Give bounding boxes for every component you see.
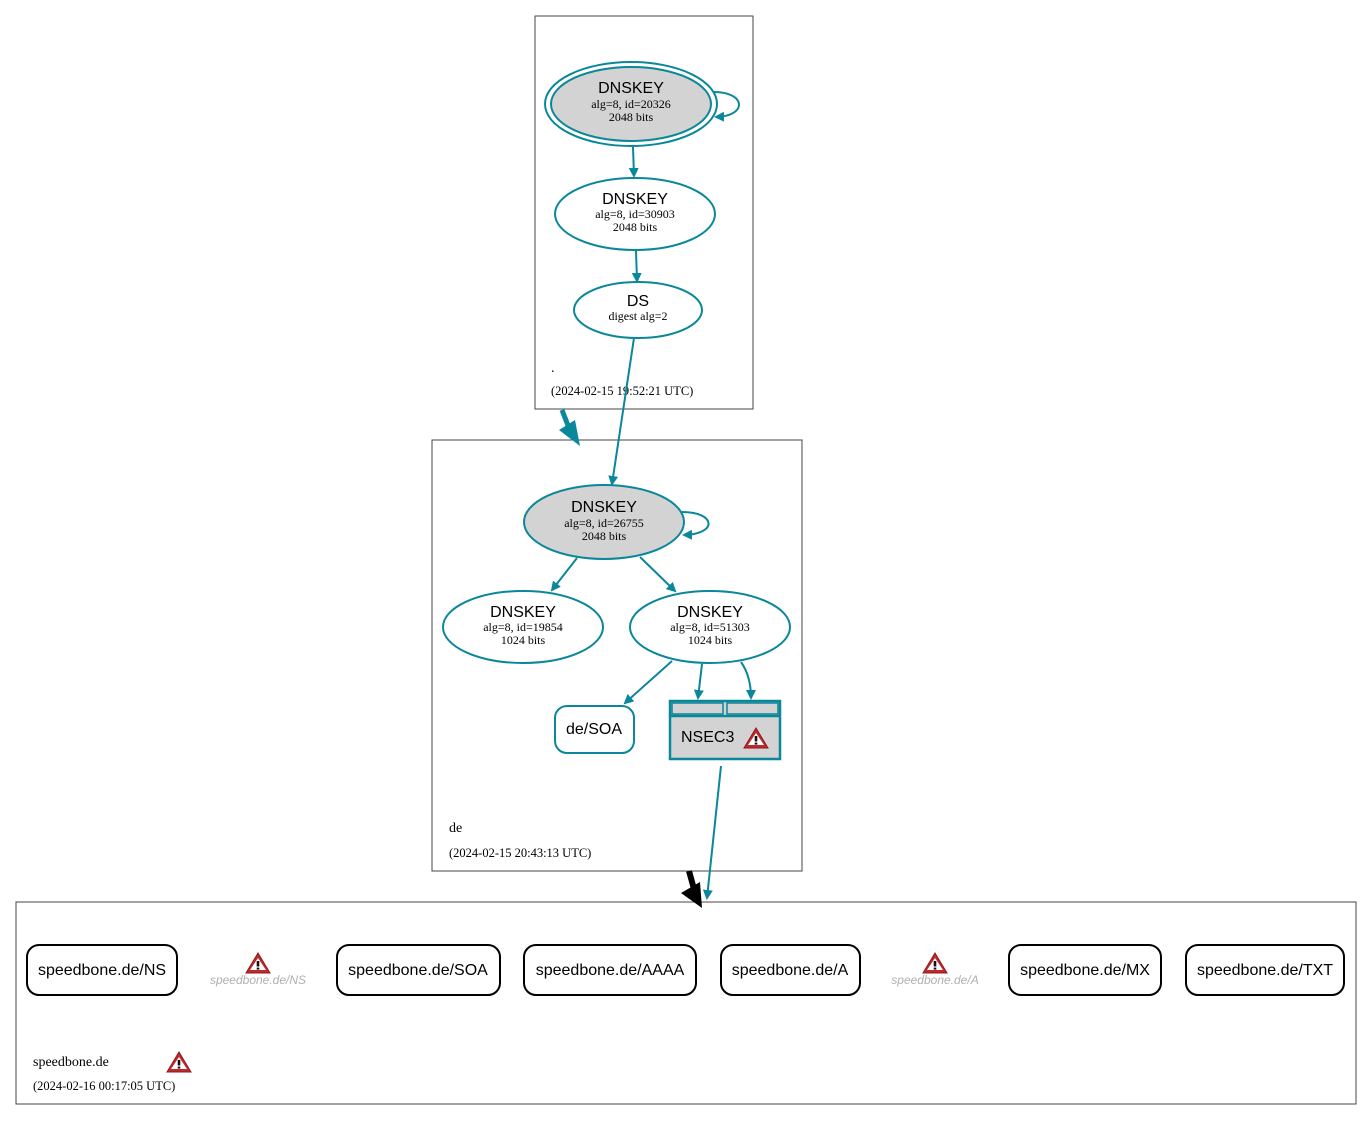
de-zsk2-title: DNSKEY: [677, 604, 743, 621]
de-zsk1-title: DNSKEY: [490, 604, 556, 621]
record-speedbone-soa[interactable]: speedbone.de/SOA: [336, 944, 501, 996]
de-ksk-line1: alg=8, id=26755: [564, 516, 644, 530]
zone-speedbone-name: speedbone.de: [33, 1055, 109, 1070]
edge-root-ksk-zsk: [628, 146, 639, 178]
root-ksk-title: DNSKEY: [598, 80, 664, 97]
zone-de-name: de: [449, 821, 462, 836]
zone-speedbone-timestamp: (2024-02-16 00:17:05 UTC): [33, 1079, 175, 1093]
de-zsk1-dnskey[interactable]: DNSKEY alg=8, id=19854 1024 bits: [442, 590, 604, 664]
root-ksk-dnskey[interactable]: DNSKEY alg=8, id=20326 2048 bits: [544, 61, 718, 147]
root-zsk-line2: 2048 bits: [613, 220, 658, 234]
edges: [550, 91, 756, 900]
edge-de-ksk-zsk2: [639, 556, 677, 593]
nsec3-label: NSEC3: [681, 729, 734, 746]
delegation-de-speedbone: [681, 870, 702, 908]
de-zsk2-line1: alg=8, id=51303: [670, 620, 750, 634]
de-zsk2-line2: 1024 bits: [688, 633, 733, 647]
de-ksk-dnskey[interactable]: DNSKEY alg=8, id=26755 2048 bits: [523, 484, 685, 560]
root-zsk-line1: alg=8, id=30903: [595, 207, 675, 221]
de-ksk-line2: 2048 bits: [582, 529, 627, 543]
zone-speedbone-warning-icon[interactable]: [166, 1051, 192, 1073]
record-speedbone-a-warning[interactable]: speedbone.de/A: [891, 952, 979, 987]
de-zsk1-line2: 1024 bits: [501, 633, 546, 647]
edge-zsk2-nsec3-a: [693, 663, 704, 700]
root-zsk-title: DNSKEY: [602, 191, 668, 208]
record-speedbone-mx[interactable]: speedbone.de/MX: [1008, 944, 1162, 996]
de-ksk-title: DNSKEY: [571, 499, 637, 516]
record-speedbone-mx-label: speedbone.de/MX: [1020, 962, 1150, 979]
de-zsk2-dnskey[interactable]: DNSKEY alg=8, id=51303 1024 bits: [629, 590, 791, 664]
de-ds-record[interactable]: DS digest alg=2: [573, 281, 703, 339]
root-ksk-line1: alg=8, id=20326: [591, 97, 671, 111]
record-speedbone-ns-warning[interactable]: speedbone.de/NS: [210, 952, 306, 987]
zone-speedbone: speedbone.de (2024-02-16 00:17:05 UTC) s…: [15, 901, 1357, 1105]
zone-root: . (2024-02-15 19:52:21 UTC) DNSKEY alg=8…: [534, 15, 754, 410]
record-speedbone-aaaa-label: speedbone.de/AAAA: [536, 962, 685, 979]
edge-nsec3-speedbone: [702, 765, 722, 900]
ds-line1: digest alg=2: [608, 309, 667, 323]
record-speedbone-a-label: speedbone.de/A: [732, 962, 849, 979]
zone-de-border: [431, 439, 803, 872]
edge-zsk2-soa: [623, 660, 673, 705]
record-speedbone-soa-label: speedbone.de/SOA: [348, 962, 488, 979]
zone-root-timestamp: (2024-02-15 19:52:21 UTC): [551, 384, 693, 398]
record-speedbone-txt-label: speedbone.de/TXT: [1197, 962, 1333, 979]
root-ksk-line2: 2048 bits: [609, 110, 654, 124]
record-speedbone-aaaa[interactable]: speedbone.de/AAAA: [523, 944, 697, 996]
zone-speedbone-border: [15, 901, 1357, 1105]
edge-de-ksk-self: [681, 511, 710, 540]
de-soa-record[interactable]: de/SOA: [554, 705, 635, 754]
zone-de: de (2024-02-15 20:43:13 UTC) DNSKEY alg=…: [431, 439, 803, 872]
a-warning-label: speedbone.de/A: [891, 973, 978, 987]
ns-warning-label: speedbone.de/NS: [210, 973, 306, 987]
nsec3-record[interactable]: NSEC3: [668, 699, 782, 761]
de-zsk1-line1: alg=8, id=19854: [483, 620, 563, 634]
delegation-root-de: [559, 409, 580, 446]
edge-zsk2-nsec3-b: [740, 661, 756, 700]
edge-root-ksk-self: [713, 91, 740, 122]
edge-root-zsk-ds: [631, 250, 642, 283]
zone-root-name: .: [551, 361, 555, 376]
record-speedbone-a[interactable]: speedbone.de/A: [720, 944, 861, 996]
record-speedbone-txt[interactable]: speedbone.de/TXT: [1185, 944, 1345, 996]
record-speedbone-ns-label: speedbone.de/NS: [38, 962, 166, 979]
a-warning-icon[interactable]: [922, 952, 948, 974]
zone-root-border: [534, 15, 754, 410]
root-zsk-dnskey[interactable]: DNSKEY alg=8, id=30903 2048 bits: [554, 177, 716, 251]
de-soa-label: de/SOA: [566, 721, 622, 738]
ds-title: DS: [627, 293, 649, 310]
zone-de-timestamp: (2024-02-15 20:43:13 UTC): [449, 846, 591, 860]
record-speedbone-ns[interactable]: speedbone.de/NS: [26, 944, 178, 996]
edge-ds-de-ksk: [608, 337, 635, 486]
ns-warning-icon[interactable]: [245, 952, 271, 974]
edge-de-ksk-zsk1: [550, 557, 578, 592]
